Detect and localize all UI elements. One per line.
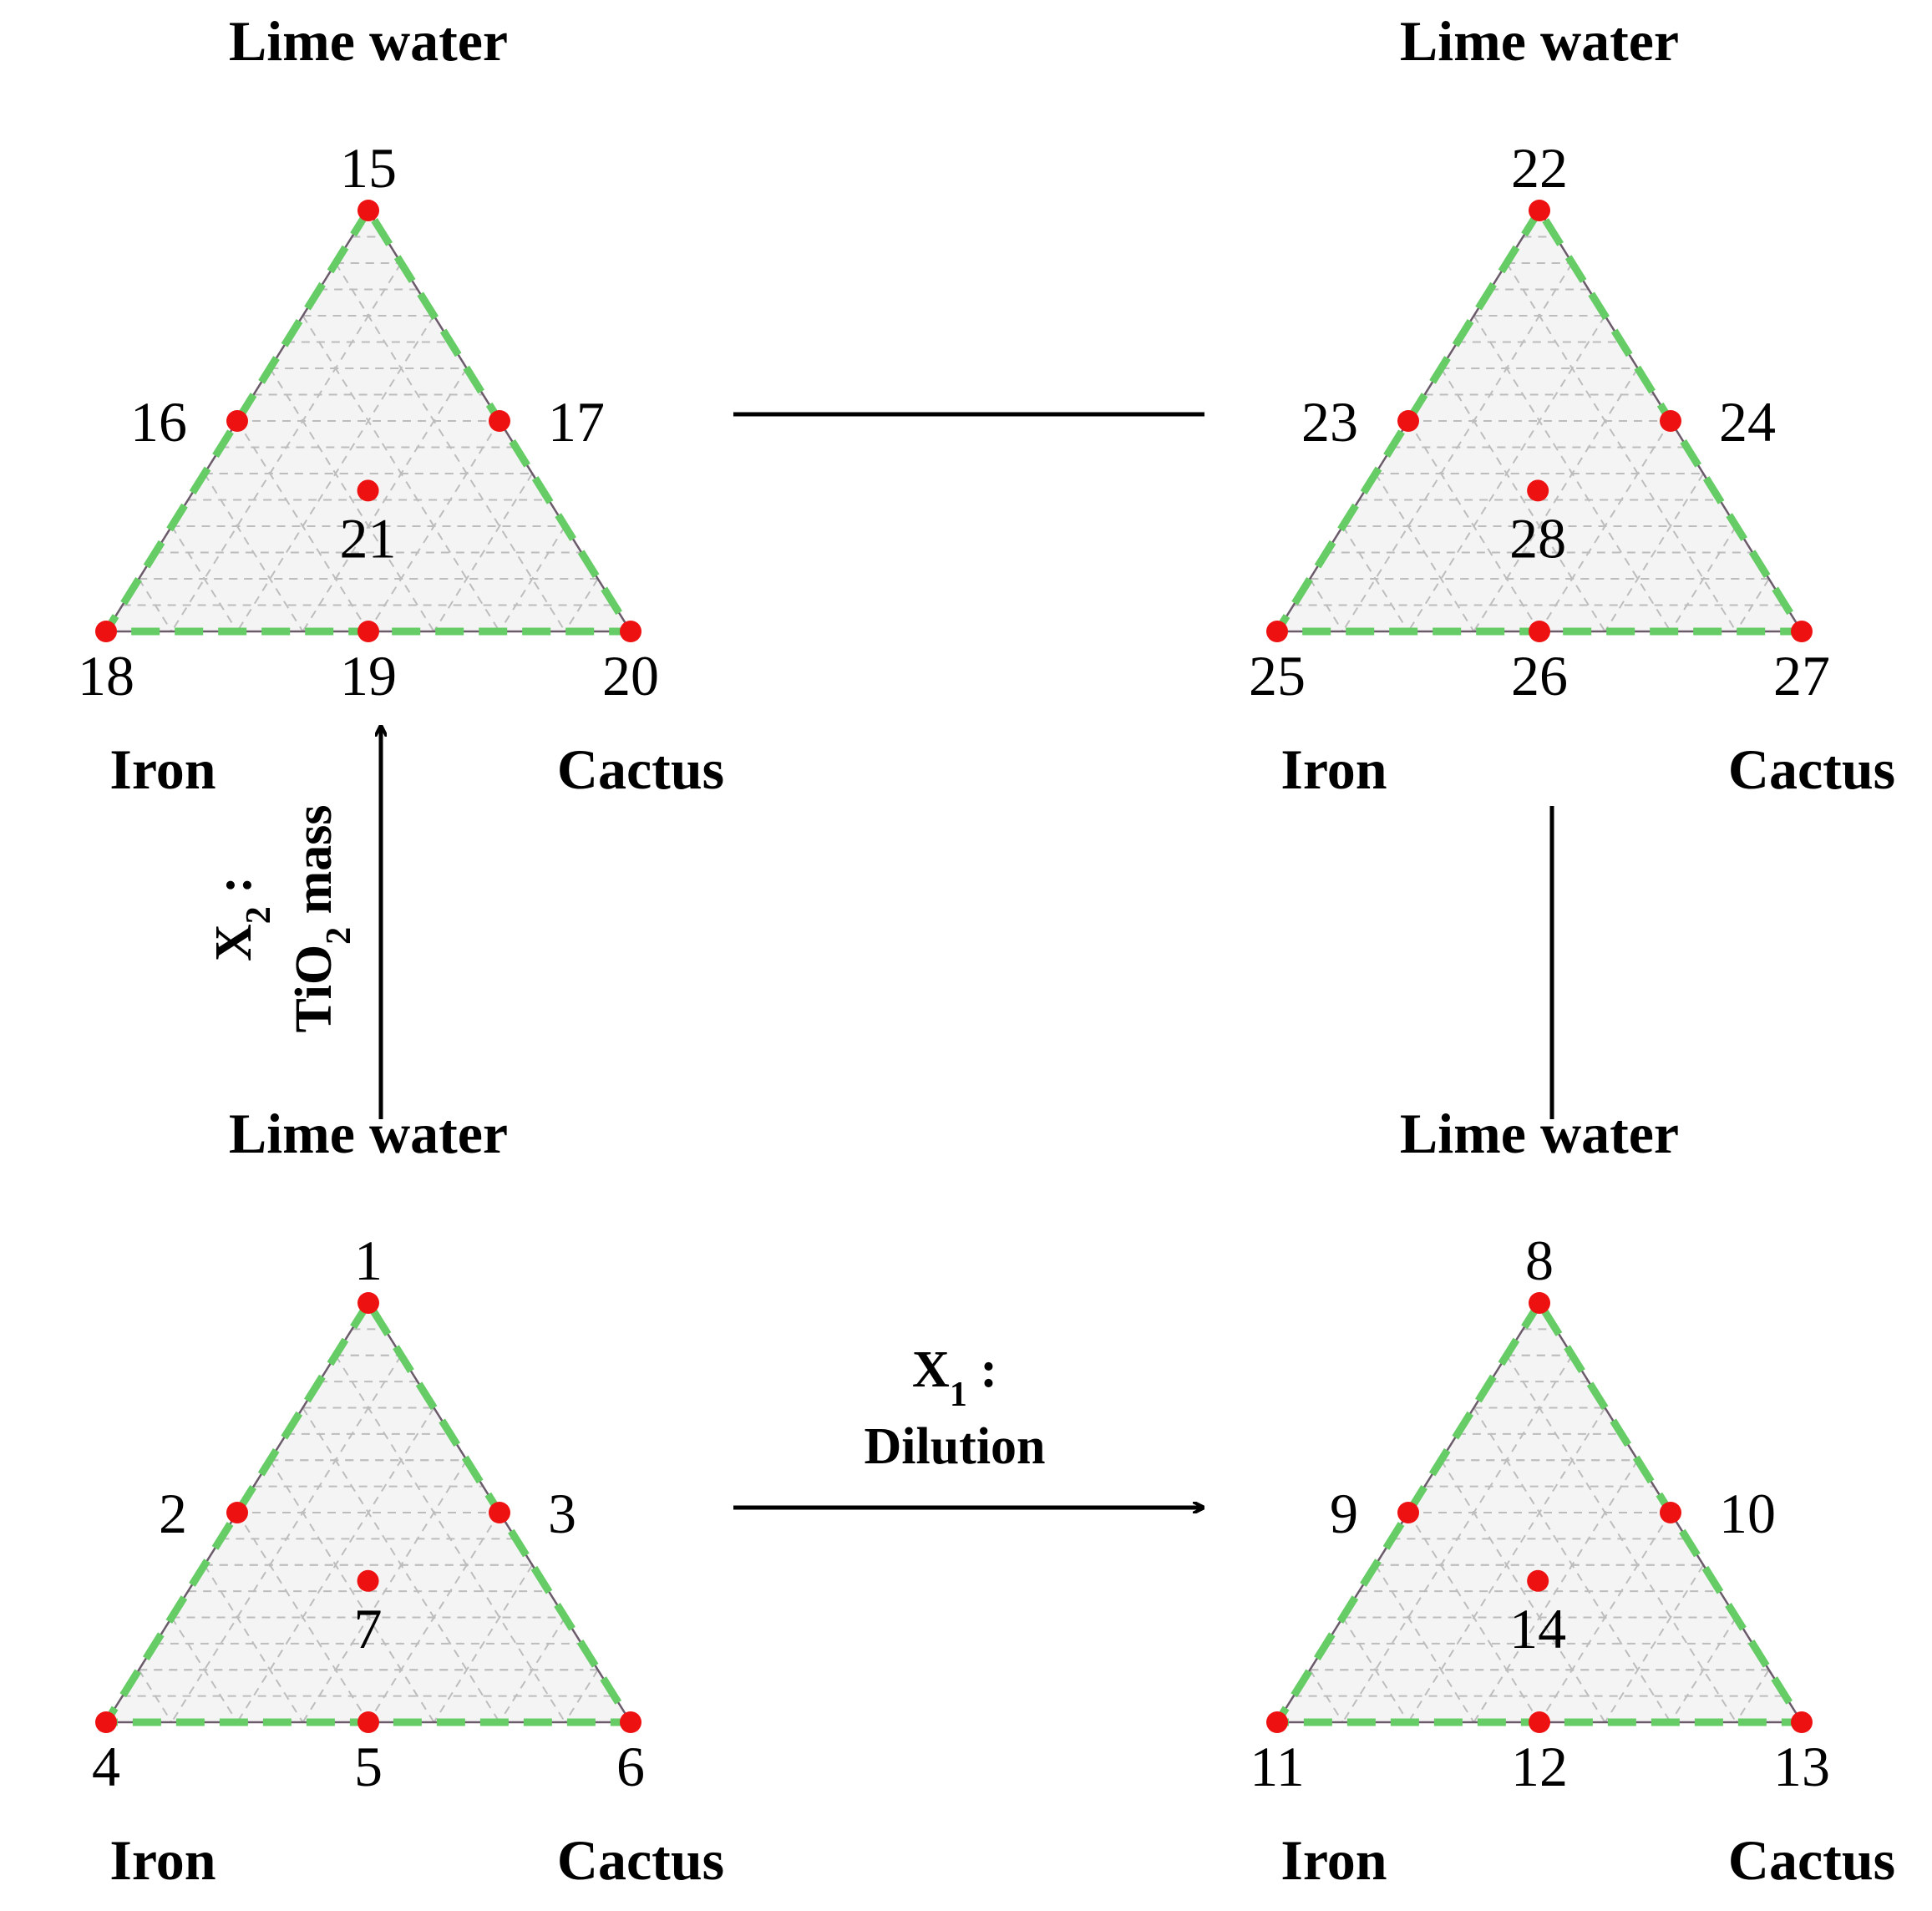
point-label: 25 xyxy=(1249,644,1306,707)
design-point xyxy=(1397,410,1419,432)
grid-line xyxy=(433,473,534,632)
grid-line xyxy=(269,1459,435,1723)
point-label: 3 xyxy=(548,1482,576,1545)
point-label: 11 xyxy=(1250,1735,1304,1798)
design-point xyxy=(1791,1711,1813,1733)
point-label: 16 xyxy=(130,390,187,454)
apex-label-cactus: Cactus xyxy=(1728,738,1895,801)
x2-factor-name: TiO2 mass xyxy=(286,804,358,1032)
apex-label-cactus: Cactus xyxy=(557,1828,724,1892)
point-label: 14 xyxy=(1509,1597,1566,1660)
design-point xyxy=(95,621,117,642)
design-point xyxy=(1660,410,1681,432)
point-label: 5 xyxy=(354,1735,383,1798)
grid-line xyxy=(236,420,369,632)
grid-line xyxy=(1440,368,1606,632)
grid-line xyxy=(236,1512,369,1723)
design-point xyxy=(357,200,379,221)
apex-label-iron: Iron xyxy=(109,738,216,801)
design-point xyxy=(1266,1711,1288,1733)
design-point xyxy=(357,1711,379,1733)
point-label: 1 xyxy=(354,1229,383,1292)
point-label: 17 xyxy=(548,390,605,454)
point-label: 26 xyxy=(1511,644,1568,707)
design-point xyxy=(226,410,248,432)
design-point xyxy=(1791,621,1813,642)
apex-label-lime-water: Lime water xyxy=(229,9,508,73)
point-label: 8 xyxy=(1525,1229,1554,1292)
design-point xyxy=(1660,1502,1681,1523)
apex-label-cactus: Cactus xyxy=(557,738,724,801)
point-label: 15 xyxy=(340,136,397,200)
point-label: 22 xyxy=(1511,136,1568,200)
design-point xyxy=(1529,1711,1550,1733)
point-label: 20 xyxy=(602,644,659,707)
grid-line xyxy=(1604,1564,1705,1723)
design-point xyxy=(226,1502,248,1523)
design-point xyxy=(489,1502,510,1523)
point-label: 28 xyxy=(1509,506,1566,570)
point-label: 12 xyxy=(1511,1735,1568,1798)
design-point xyxy=(1529,621,1550,642)
grid-line xyxy=(1407,1512,1540,1723)
apex-label-iron: Iron xyxy=(109,1828,216,1892)
point-label: 6 xyxy=(616,1735,645,1798)
point-label: 7 xyxy=(354,1597,383,1660)
point-label: 19 xyxy=(340,644,397,707)
x1-factor-label: X1 : xyxy=(912,1341,997,1414)
design-point xyxy=(1529,1292,1550,1314)
design-point xyxy=(1529,200,1550,221)
grid-line xyxy=(269,368,435,632)
grid-line xyxy=(1440,1459,1606,1723)
point-label: 23 xyxy=(1301,390,1358,454)
design-point xyxy=(1266,621,1288,642)
design-point xyxy=(357,1292,379,1314)
grid-line xyxy=(1407,420,1540,632)
x2-factor-label-group: X2 : TiO2 mass xyxy=(205,804,358,1032)
apex-label-lime-water: Lime water xyxy=(1400,1102,1679,1165)
apex-label-lime-water: Lime water xyxy=(229,1102,508,1165)
point-label: 4 xyxy=(92,1735,120,1798)
x1-factor-name: Dilution xyxy=(864,1418,1045,1475)
point-label: 27 xyxy=(1773,644,1830,707)
grid-line xyxy=(1604,473,1705,632)
design-point xyxy=(1527,479,1549,502)
design-point xyxy=(489,410,510,432)
apex-label-iron: Iron xyxy=(1280,738,1387,801)
x2-factor-label: X2 : xyxy=(205,876,278,961)
design-point xyxy=(1397,1502,1419,1523)
design-point xyxy=(620,1711,641,1733)
design-point xyxy=(620,621,641,642)
design-point xyxy=(95,1711,117,1733)
design-point xyxy=(357,479,379,502)
design-point xyxy=(357,621,379,642)
apex-label-cactus: Cactus xyxy=(1728,1828,1895,1892)
point-label: 2 xyxy=(159,1482,187,1545)
point-label: 18 xyxy=(78,644,134,707)
apex-label-iron: Iron xyxy=(1280,1828,1387,1892)
design-point xyxy=(357,1569,379,1592)
point-label: 13 xyxy=(1773,1735,1830,1798)
grid-line xyxy=(433,1564,534,1723)
design-point xyxy=(1527,1569,1549,1592)
apex-label-lime-water: Lime water xyxy=(1400,9,1679,73)
point-label: 10 xyxy=(1719,1482,1776,1545)
point-label: 24 xyxy=(1719,390,1776,454)
point-label: 9 xyxy=(1330,1482,1358,1545)
point-label: 21 xyxy=(340,506,397,570)
